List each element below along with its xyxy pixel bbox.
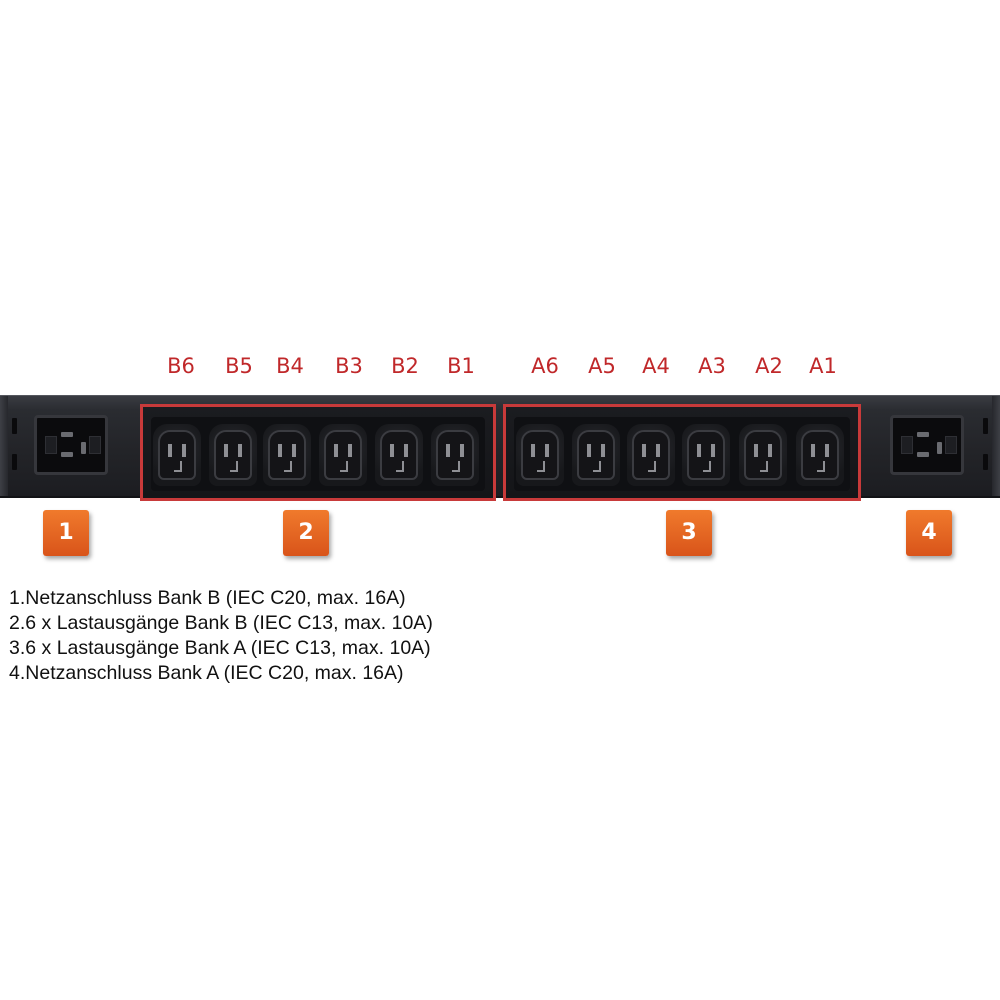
pdu-rack-unit [0,395,1000,501]
inlet-socket-hole [89,436,101,454]
outlet-strip [151,417,485,491]
inlet-pin [917,452,929,457]
mounting-slot [983,454,988,470]
callout-badge-3: 3 [666,510,712,556]
outlet-label-b3: B3 [335,354,363,378]
iec-c20-inlet-icon [34,415,108,475]
mounting-slot [12,418,17,434]
callout-badge-4: 4 [906,510,952,556]
outlet-bank-a [503,404,861,501]
outlet-label-b6: B6 [167,354,195,378]
outlet-label-a6: A6 [531,354,559,378]
inlet-pin [917,432,929,437]
iec-c13-outlet-icon [682,424,730,486]
outlet-label-b2: B2 [391,354,419,378]
outlet-label-a3: A3 [698,354,726,378]
outlet-label-b1: B1 [447,354,475,378]
legend-item-2: 2.6 x Lastausgänge Bank B (IEC C13, max.… [9,612,433,634]
inlet-pin [81,442,86,454]
legend-item-3: 3.6 x Lastausgänge Bank A (IEC C13, max.… [9,637,431,659]
outlet-bank-b [140,404,496,501]
iec-c13-outlet-icon [572,424,620,486]
iec-c13-outlet-icon [739,424,787,486]
inlet-socket-hole [945,436,957,454]
iec-c13-outlet-icon [319,424,367,486]
inlet-pin [61,452,73,457]
iec-c13-outlet-icon [516,424,564,486]
inlet-pin [937,442,942,454]
outlet-label-b4: B4 [276,354,304,378]
iec-c20-inlet-icon [890,415,964,475]
callout-badge-1: 1 [43,510,89,556]
outlet-label-b5: B5 [225,354,253,378]
legend-item-1: 1.Netzanschluss Bank B (IEC C20, max. 16… [9,587,406,609]
iec-c13-outlet-icon [263,424,311,486]
mounting-slot [12,454,17,470]
mounting-slot [983,418,988,434]
iec-c13-outlet-icon [375,424,423,486]
outlet-label-a5: A5 [588,354,616,378]
iec-c13-outlet-icon [209,424,257,486]
inlet-pin [61,432,73,437]
callout-badge-2: 2 [283,510,329,556]
iec-c13-outlet-icon [431,424,479,486]
iec-c13-outlet-icon [627,424,675,486]
legend-item-4: 4.Netzanschluss Bank A (IEC C20, max. 16… [9,662,404,684]
outlet-label-a2: A2 [755,354,783,378]
pdu-left-edge [0,396,8,496]
outlet-label-a4: A4 [642,354,670,378]
pdu-right-edge [992,396,1000,496]
inlet-socket-hole [45,436,57,454]
outlet-strip [514,417,850,491]
iec-c13-outlet-icon [796,424,844,486]
legend-list: 1.Netzanschluss Bank B (IEC C20, max. 16… [9,586,433,686]
outlet-label-a1: A1 [809,354,837,378]
inlet-socket-hole [901,436,913,454]
iec-c13-outlet-icon [153,424,201,486]
